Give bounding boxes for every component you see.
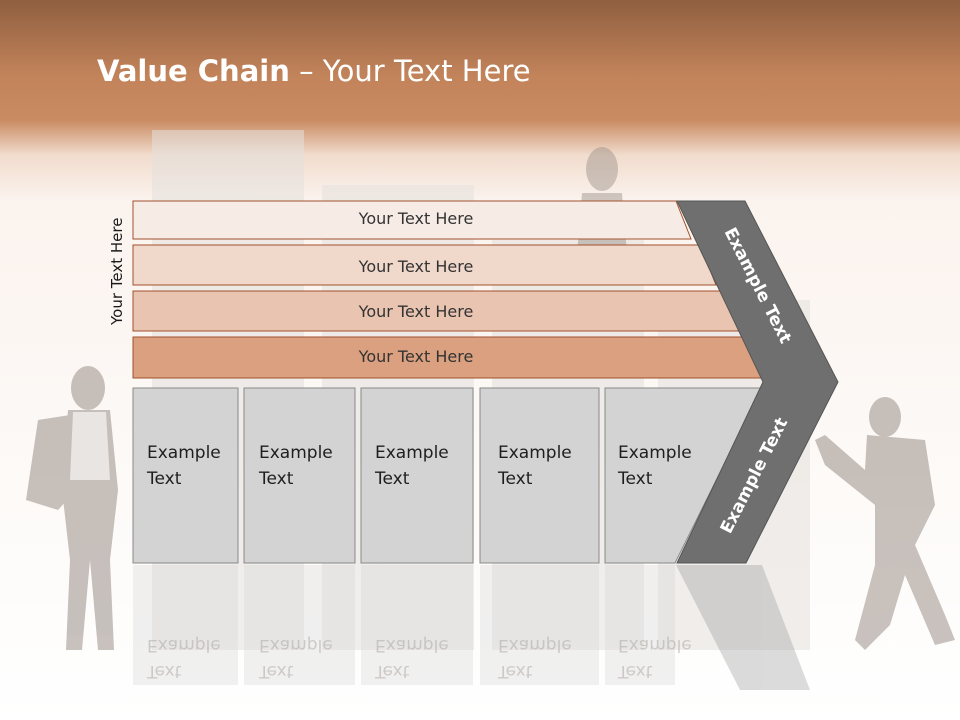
reflection-text-3-line1: Example <box>375 635 449 655</box>
reflection-text-5: Text Example <box>618 632 692 684</box>
band-row-2: Your Text Here <box>132 244 717 286</box>
column-text-1-line1: Example <box>147 443 221 463</box>
reflection-text-4: Text Example <box>498 632 572 684</box>
reflection-text-4-line2: Text <box>498 661 533 681</box>
reflection-text-1: Text Example <box>147 632 221 684</box>
column-box-1 <box>132 387 239 564</box>
band-row-3: Your Text Here <box>132 290 740 332</box>
reflection-text-5-line2: Text <box>618 661 653 681</box>
columns-reflection <box>133 565 810 690</box>
band-label-2: Your Text Here <box>358 257 474 276</box>
title-rest: – Your Text Here <box>289 54 531 88</box>
column-box-2 <box>243 387 356 564</box>
column-text-5-line2: Text <box>618 469 653 489</box>
column-text-4-line2: Text <box>498 469 533 489</box>
band-row-1: Your Text Here <box>132 200 692 240</box>
title-bold: Value Chain <box>97 54 290 88</box>
column-text-2-line1: Example <box>259 443 333 463</box>
person-pushing-right <box>815 397 955 650</box>
column-box-5 <box>604 387 763 564</box>
band-shape-2 <box>132 244 717 286</box>
column-text-2-line2: Text <box>259 469 294 489</box>
band-row-4: Your Text Here <box>132 336 765 379</box>
chevron-arrow <box>676 200 839 564</box>
column-box-3 <box>360 387 474 564</box>
column-text-3: Example Text <box>375 440 449 492</box>
column-text-4-line1: Example <box>498 443 572 463</box>
reflection-text-3-line2: Text <box>375 661 410 681</box>
reflection-text-4-line1: Example <box>498 635 572 655</box>
reflection-text-1-line2: Text <box>147 661 182 681</box>
column-text-2: Example Text <box>259 440 333 492</box>
slide-title: Value Chain – Your Text Here <box>97 54 531 88</box>
band-label-1: Your Text Here <box>358 209 474 228</box>
band-label-4: Your Text Here <box>358 347 474 366</box>
column-text-1-line2: Text <box>147 469 182 489</box>
reflection-text-3: Text Example <box>375 632 449 684</box>
reflection-text-2-line2: Text <box>259 661 294 681</box>
person-standing-left <box>26 366 118 650</box>
reflection-text-2-line1: Example <box>259 635 333 655</box>
band-shape-1 <box>132 200 692 240</box>
reflection-text-5-line1: Example <box>618 635 692 655</box>
column-text-3-line1: Example <box>375 443 449 463</box>
column-text-3-line2: Text <box>375 469 410 489</box>
band-label-3: Your Text Here <box>358 302 474 321</box>
column-box-4 <box>479 387 600 564</box>
reflection-text-2: Text Example <box>259 632 333 684</box>
column-text-5-line1: Example <box>618 443 692 463</box>
column-text-4: Example Text <box>498 440 572 492</box>
column-text-1: Example Text <box>147 440 221 492</box>
column-text-5: Example Text <box>618 440 692 492</box>
reflection-text-1-line1: Example <box>147 635 221 655</box>
